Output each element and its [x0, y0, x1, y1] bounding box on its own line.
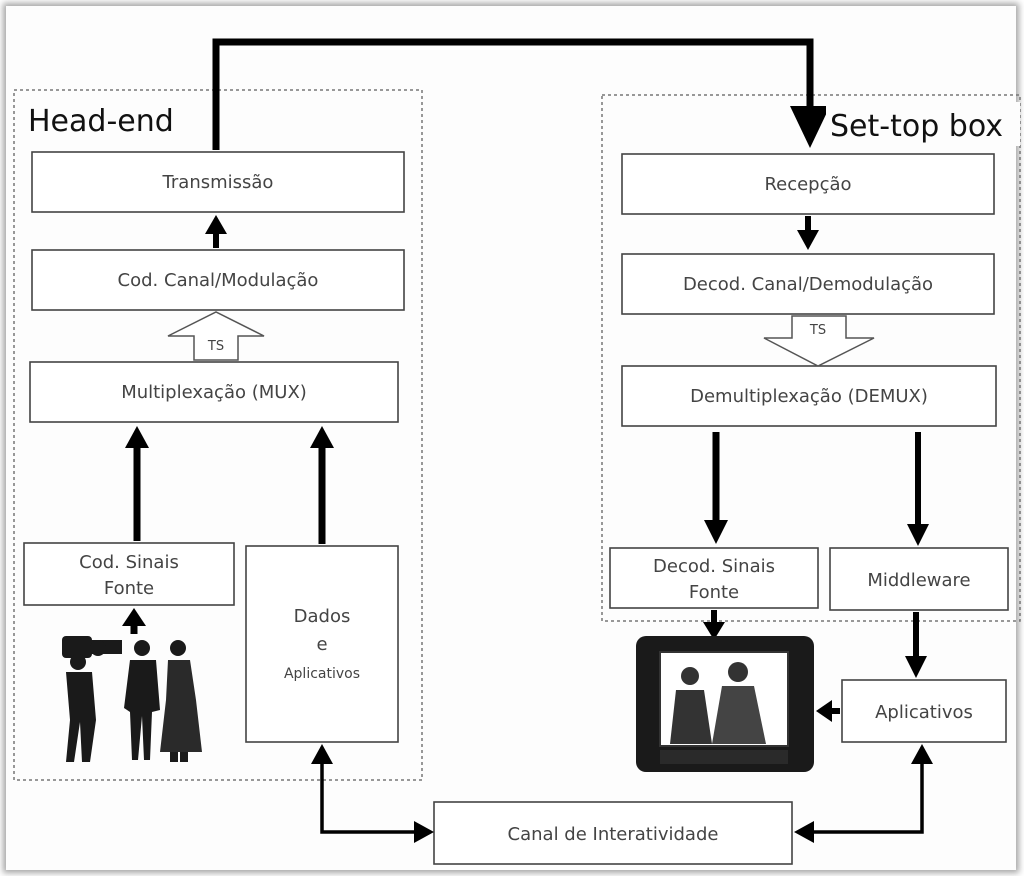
dados-box	[245, 545, 399, 743]
aplicativos-label: Aplicativos	[875, 702, 973, 723]
middleware-label: Middleware	[867, 570, 970, 591]
arrow-crew-to-codsinais	[122, 608, 146, 634]
set-top-box-region	[601, 94, 1021, 622]
recepcao-box	[621, 153, 995, 215]
dados-label-1: Dados	[294, 606, 351, 627]
transmissao-box	[31, 151, 405, 213]
television-icon	[636, 636, 814, 772]
canal-interatividade-label: Canal de Interatividade	[508, 824, 719, 845]
cod-canal-label: Cod. Canal/Modulação	[118, 270, 319, 291]
broadcast-link-arrowhead	[790, 106, 830, 148]
ts-arrow-up: TS	[167, 311, 265, 361]
decod-sinais-box	[609, 547, 819, 609]
ts-label-head-end: TS	[207, 339, 224, 354]
canal-interatividade-box	[433, 801, 793, 865]
cod-canal-box	[31, 249, 405, 311]
head-end-title: Head-end	[28, 104, 174, 139]
decod-sinais-label-2: Fonte	[689, 582, 739, 603]
set-top-box-title: Set-top box	[830, 109, 1003, 144]
cod-sinais-label-1: Cod. Sinais	[79, 552, 179, 573]
arrow-decodsinais-to-tv	[703, 610, 725, 640]
mux-box	[29, 361, 399, 423]
demux-label: Demultiplexação (DEMUX)	[690, 386, 928, 407]
arrow-dados-to-mux	[310, 426, 334, 544]
camera-crew-icon	[62, 636, 202, 762]
middleware-box	[829, 547, 1009, 611]
decod-canal-box	[621, 253, 995, 315]
arrow-middleware-to-aplicativos	[905, 612, 927, 678]
cod-sinais-box	[23, 542, 235, 606]
arrow-demux-to-decodsinais	[704, 432, 728, 544]
link-aplicativos-to-canal	[794, 744, 933, 843]
ts-arrow-down: TS	[763, 315, 875, 367]
decod-canal-label: Decod. Canal/Demodulação	[683, 274, 933, 295]
dados-label-3: Aplicativos	[284, 666, 360, 682]
recepcao-label: Recepção	[764, 174, 851, 195]
broadcast-link-line	[212, 38, 814, 150]
cod-sinais-label-2: Fonte	[104, 578, 154, 599]
arrow-demux-to-middleware	[907, 432, 929, 546]
arrow-aplicativos-to-tv	[816, 700, 840, 722]
aplicativos-box	[841, 679, 1007, 743]
demux-box	[621, 365, 997, 427]
decod-sinais-label-1: Decod. Sinais	[653, 556, 775, 577]
arrow-codsinais-to-mux	[125, 426, 149, 541]
transmissao-label: Transmissão	[162, 172, 274, 193]
arrow-codcanal-to-transmissao	[205, 215, 227, 248]
mux-label: Multiplexação (MUX)	[121, 382, 307, 403]
dados-label-2: e	[316, 634, 327, 655]
ts-label-set-top-box: TS	[809, 323, 826, 338]
arrow-recepcao-to-decodcanal	[797, 216, 819, 250]
link-dados-to-canal	[311, 744, 434, 843]
